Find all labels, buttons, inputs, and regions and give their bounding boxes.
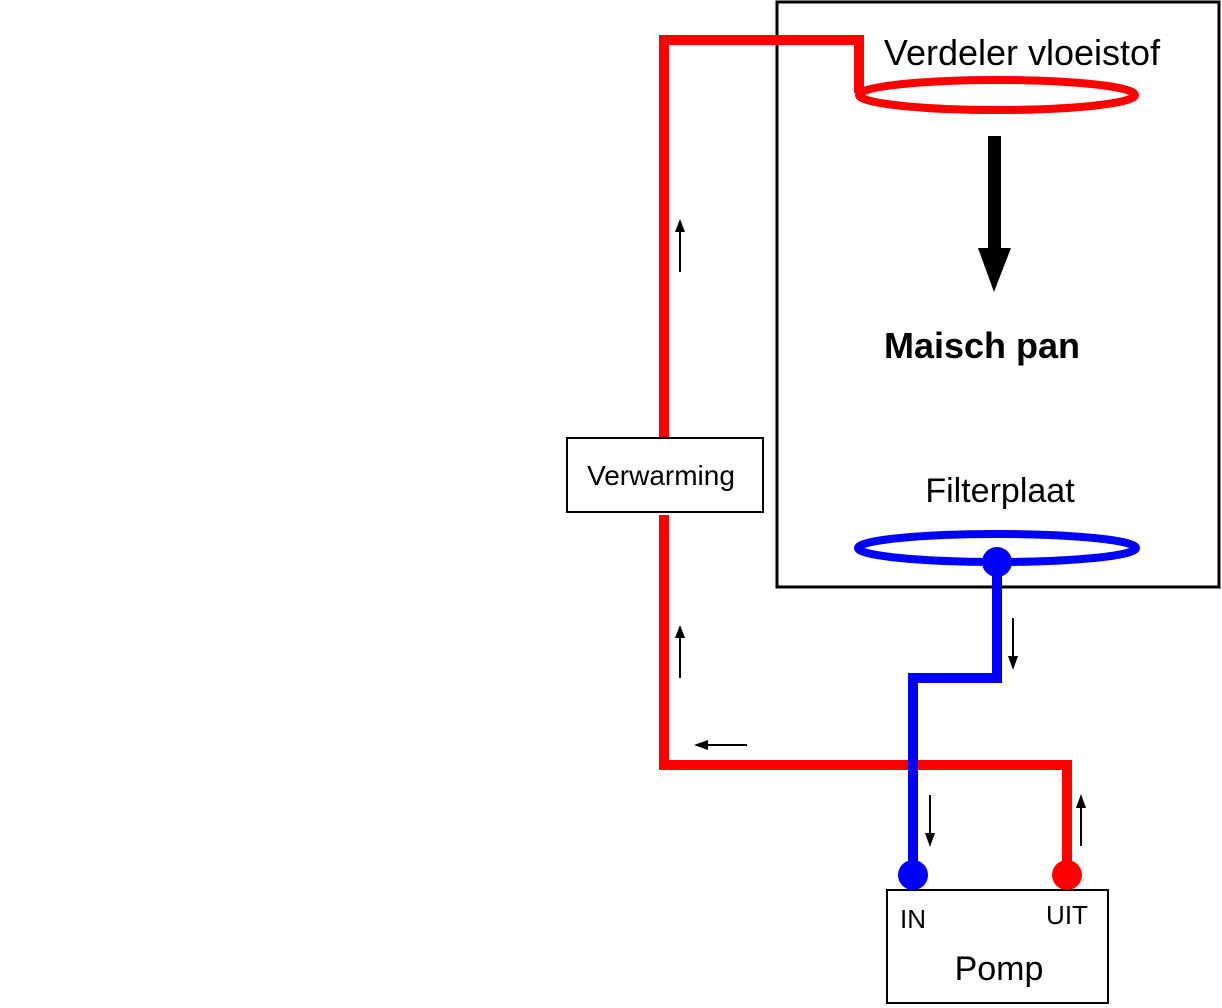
flow-arrow-up-lower [675,625,685,678]
flow-arrow-left [694,740,747,750]
filter-plate-label: Filterplaat [925,472,1075,510]
hot-return-line-lower [659,515,1072,873]
pump-out-label: UIT [1046,900,1088,930]
flow-arrow-down-filter [1008,618,1018,670]
cold-draw-line [908,562,1002,875]
flow-arrow-down-pump-in [925,795,935,847]
flow-arrow-head [978,248,1011,292]
pump-out-port-dot [1052,860,1082,890]
heater-box [566,437,764,513]
pump-in-port-dot [898,860,928,890]
hot-return-line-upper [659,35,864,438]
flow-arrow-shaft [988,136,1001,252]
flow-arrow-up-upper [675,219,685,272]
flow-arrow-up-pump-out [1076,794,1086,846]
mash-tun-label: Maisch pan [884,325,1080,366]
distributor-label: Verdeler vloeistof [884,32,1161,73]
heater-label: Verwarming [587,460,735,491]
pump-in-label: IN [900,904,926,934]
pump-label: Pomp [955,950,1044,988]
pump-box [886,889,1109,1004]
filter-plate-outlet-dot [982,547,1012,577]
liquid-distributor-ring [855,76,1139,114]
